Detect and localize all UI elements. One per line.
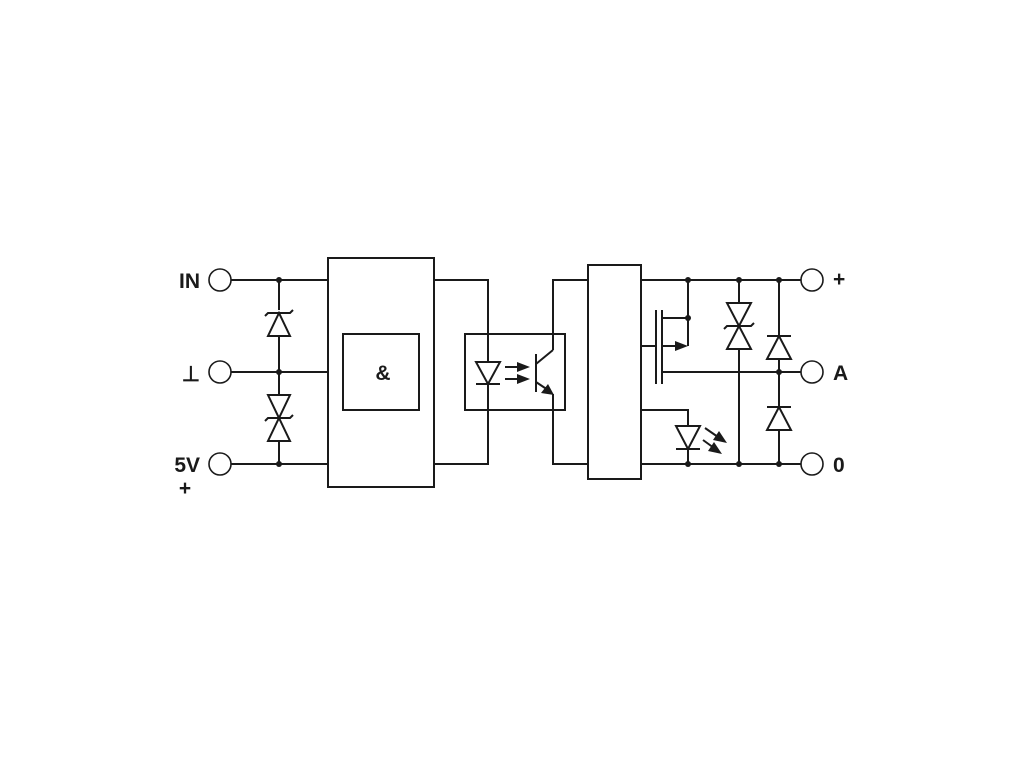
label-in: IN — [179, 270, 200, 293]
logic-block — [327, 257, 435, 488]
logic-to-opto-wires — [434, 279, 489, 465]
output-rails — [641, 277, 801, 467]
label-out-zero: 0 — [833, 454, 845, 477]
terminal-5v[interactable] — [208, 452, 232, 476]
input-tvs-diode — [264, 394, 294, 442]
output-tvs-diode — [723, 280, 755, 464]
terminal-out-zero[interactable] — [800, 452, 824, 476]
terminal-ground[interactable] — [208, 360, 232, 384]
terminal-out-plus[interactable] — [800, 268, 824, 292]
driver-block — [587, 264, 642, 480]
label-out-plus: + — [833, 268, 845, 291]
label-5v-plus: + — [179, 477, 191, 500]
label-5v: 5V — [174, 454, 200, 477]
status-led-emission-arrows — [702, 427, 727, 454]
terminal-out-a[interactable] — [800, 360, 824, 384]
opto-phototransistor — [535, 279, 588, 465]
optocoupler-box — [464, 333, 566, 411]
label-ground: ⊥ — [182, 363, 200, 386]
and-gate-box — [342, 333, 420, 411]
label-out-a: A — [833, 362, 848, 385]
input-wires — [231, 277, 328, 467]
output-mosfet — [641, 280, 691, 384]
opto-light-arrows — [505, 362, 530, 384]
status-led — [641, 409, 702, 464]
input-zener-diode — [264, 309, 294, 337]
and-gate-symbol: & — [375, 362, 390, 385]
output-protection-diodes — [765, 280, 793, 464]
terminal-in[interactable] — [208, 268, 232, 292]
opto-led — [474, 334, 502, 410]
